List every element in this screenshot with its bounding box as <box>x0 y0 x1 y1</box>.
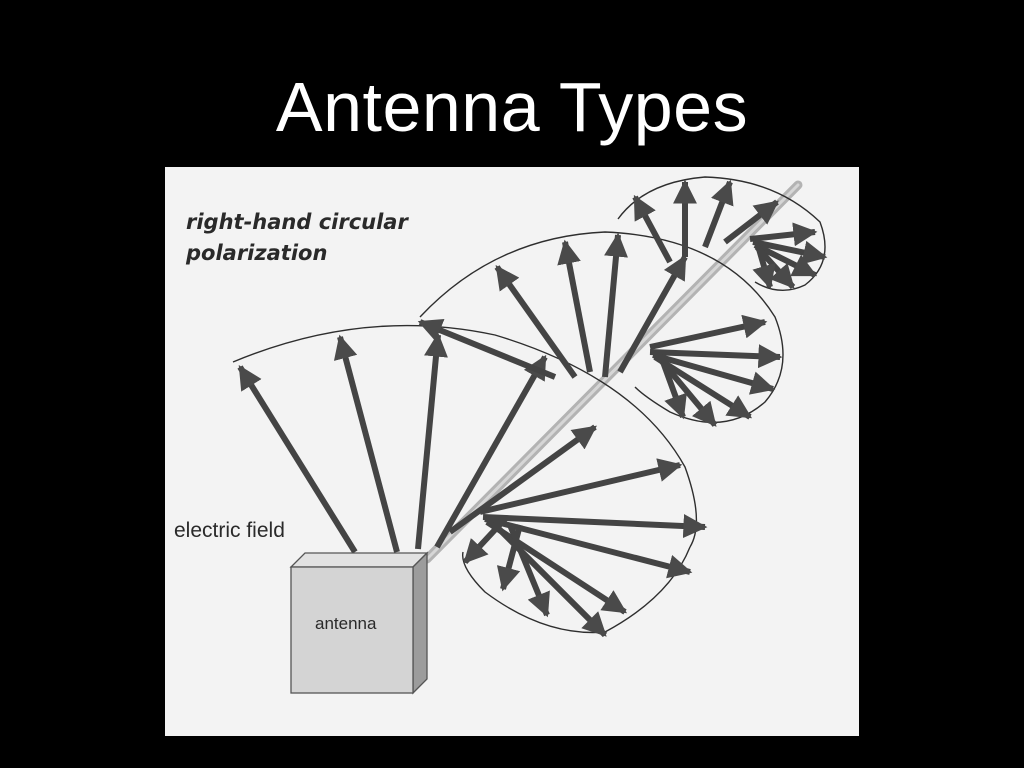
electric-field-label: electric field <box>174 519 285 542</box>
antenna-label: antenna <box>315 614 377 633</box>
polarization-label-line1: right-hand circular <box>186 210 409 234</box>
antenna-box <box>289 551 429 695</box>
polarization-label-line2: polarization <box>185 241 327 265</box>
field-arrows <box>237 179 828 638</box>
polarization-diagram: right-hand circular polarization electri… <box>165 167 859 736</box>
diagram-canvas: right-hand circular polarization electri… <box>174 176 828 695</box>
slide-title: Antenna Types <box>275 68 749 146</box>
